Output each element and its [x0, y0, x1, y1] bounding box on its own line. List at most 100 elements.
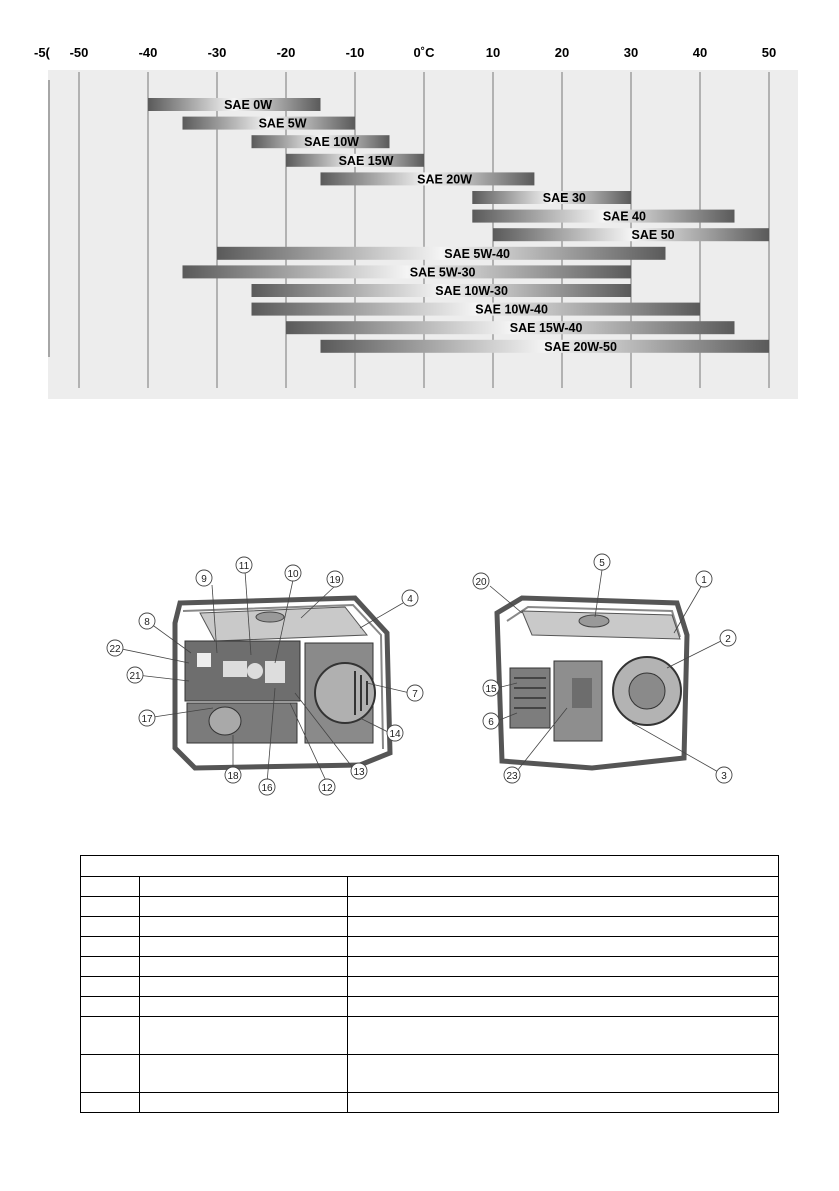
viscosity-bar-label: SAE 50	[632, 228, 675, 242]
table-cell-no	[80, 896, 140, 917]
table-cell-no	[80, 1054, 140, 1093]
table-cell-description	[347, 876, 779, 897]
viscosity-bar-label: SAE 5W-30	[410, 265, 476, 279]
x-tick-label: -20	[277, 45, 296, 60]
viscosity-bar-label: SAE 20W	[417, 172, 472, 186]
table-row	[80, 1016, 779, 1055]
viscosity-range-bar	[286, 321, 735, 335]
parts-table-title	[80, 855, 779, 877]
svg-text:21: 21	[129, 671, 141, 682]
viscosity-range-bar	[472, 209, 735, 223]
table-row	[80, 996, 779, 1017]
viscosity-bar-label: SAE 20W-50	[544, 340, 617, 354]
svg-text:23: 23	[506, 771, 518, 782]
table-cell-no	[80, 976, 140, 997]
table-row	[80, 1092, 779, 1113]
svg-text:15: 15	[485, 684, 497, 695]
table-cell-description	[347, 976, 779, 997]
table-cell-name	[139, 916, 348, 937]
svg-text:19: 19	[329, 575, 341, 586]
table-row	[80, 916, 779, 937]
left-edge-label: -5(	[34, 45, 51, 60]
table-cell-name	[139, 936, 348, 957]
viscosity-range-bar	[251, 284, 631, 297]
table-cell-name	[139, 876, 348, 897]
viscosity-bar-label: SAE 30	[543, 191, 586, 205]
table-cell-description	[347, 896, 779, 917]
x-tick-label: -40	[139, 45, 158, 60]
table-row	[80, 976, 779, 997]
table-cell-name	[139, 1092, 348, 1113]
table-row	[80, 896, 779, 917]
viscosity-range-bar	[182, 116, 355, 130]
table-cell-no	[80, 1016, 140, 1055]
table-cell-no	[80, 936, 140, 957]
table-row	[80, 1054, 779, 1093]
table-cell-no	[80, 876, 140, 897]
svg-text:5: 5	[599, 558, 605, 569]
svg-text:2: 2	[725, 634, 731, 645]
viscosity-bar-label: SAE 5W-40	[444, 247, 510, 261]
viscosity-bar-label: SAE 15W-40	[510, 321, 583, 335]
viscosity-range-bar	[217, 246, 666, 260]
table-row	[80, 956, 779, 977]
svg-text:20: 20	[475, 577, 487, 588]
svg-text:7: 7	[412, 689, 418, 700]
svg-text:1: 1	[701, 575, 707, 586]
svg-text:10: 10	[287, 569, 299, 580]
viscosity-range-bar	[493, 228, 769, 242]
svg-text:13: 13	[353, 767, 365, 778]
table-cell-no	[80, 956, 140, 977]
table-cell-description	[347, 936, 779, 957]
table-cell-name	[139, 1054, 348, 1093]
tick-label-band	[30, 30, 805, 70]
x-tick-label: 0˚C	[414, 45, 436, 60]
svg-text:14: 14	[389, 729, 401, 740]
viscosity-bar-label: SAE 10W-30	[435, 284, 508, 298]
table-cell-description	[347, 1092, 779, 1113]
svg-text:11: 11	[239, 561, 250, 572]
table-row	[80, 876, 779, 897]
x-tick-label: 40	[693, 45, 707, 60]
table-cell-no	[80, 1092, 140, 1113]
svg-text:8: 8	[144, 617, 150, 628]
viscosity-range-bar	[320, 339, 769, 353]
parts-table	[80, 855, 779, 1113]
viscosity-bar-label: SAE 5W	[259, 117, 307, 131]
viscosity-range-bar	[320, 172, 535, 186]
viscosity-bar-label: SAE 0W	[224, 98, 272, 112]
svg-text:4: 4	[407, 594, 413, 605]
svg-text:18: 18	[227, 771, 239, 782]
x-tick-label: -10	[346, 45, 365, 60]
table-cell-description	[347, 1054, 779, 1093]
table-cell-name	[139, 976, 348, 997]
svg-text:9: 9	[201, 574, 207, 585]
svg-text:16: 16	[261, 783, 273, 794]
x-tick-label: 10	[486, 45, 500, 60]
table-cell-no	[80, 996, 140, 1017]
table-cell-name	[139, 896, 348, 917]
viscosity-range-bar	[182, 265, 631, 279]
x-tick-label: 50	[762, 45, 776, 60]
viscosity-range-bar	[251, 135, 390, 149]
table-cell-description	[347, 916, 779, 937]
table-cell-name	[139, 996, 348, 1017]
table-row	[80, 936, 779, 957]
x-tick-label: 30	[624, 45, 638, 60]
table-cell-description	[347, 956, 779, 977]
viscosity-range-bar	[251, 302, 700, 316]
viscosity-bar-label: SAE 10W-40	[475, 303, 548, 317]
table-cell-name	[139, 956, 348, 977]
parts-table-title-row	[80, 855, 779, 877]
x-tick-label: -50	[70, 45, 89, 60]
svg-text:6: 6	[488, 717, 494, 728]
viscosity-range-bar	[472, 191, 631, 204]
viscosity-range-bar	[286, 153, 424, 167]
svg-text:12: 12	[321, 783, 333, 794]
